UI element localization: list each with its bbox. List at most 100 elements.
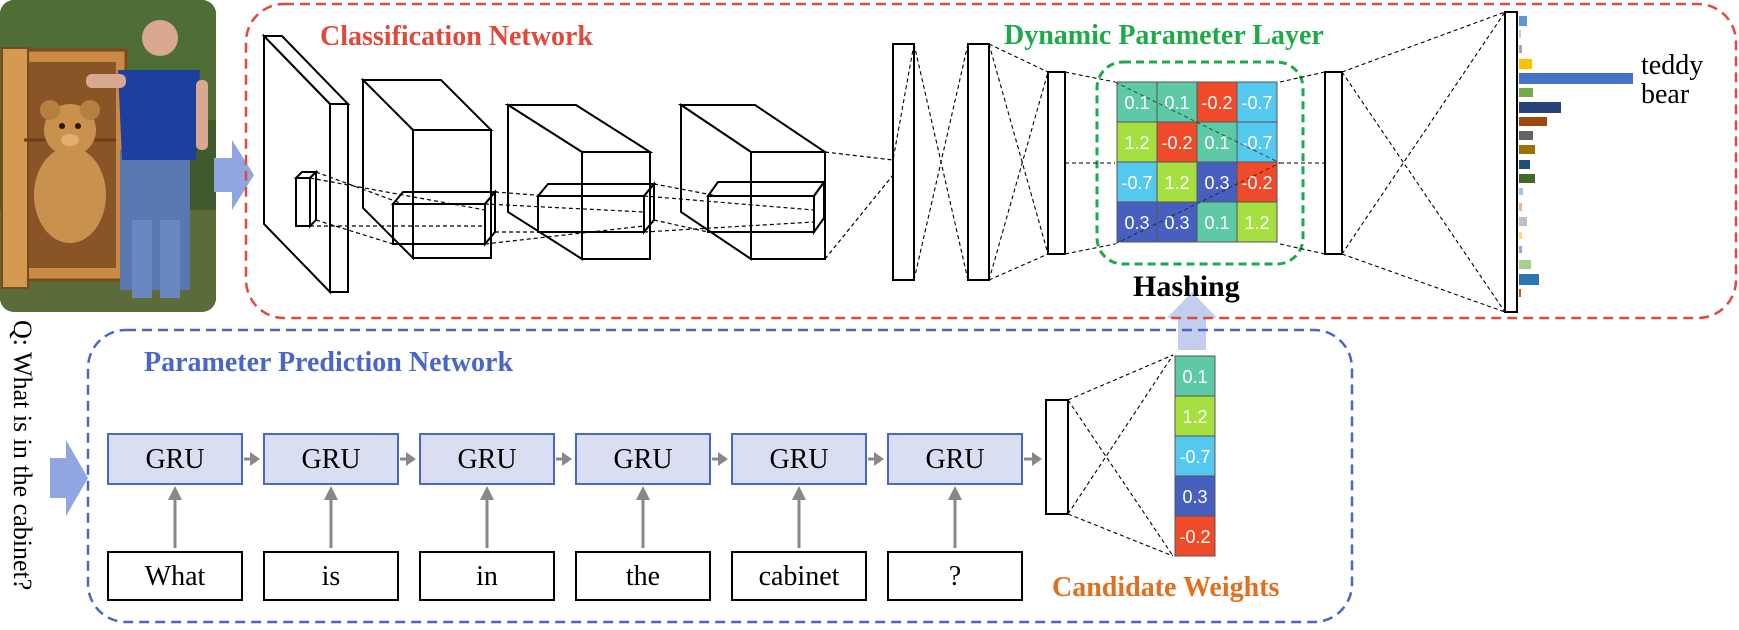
gru-label: GRU <box>145 444 204 475</box>
man-shape <box>86 20 208 298</box>
matrix-cell-value: 0.1 <box>1124 93 1149 113</box>
matrix-cell <box>1236 161 1278 203</box>
matrix-cell-value: -0.7 <box>1121 173 1152 193</box>
word-token: ? <box>949 561 961 592</box>
arrow-head <box>1032 452 1042 466</box>
arrow-head <box>250 452 260 466</box>
question-input-arrow <box>50 440 88 516</box>
answer-label-line2: bear <box>1641 79 1690 110</box>
matrix-cell-value: 1.2 <box>1244 213 1269 233</box>
matrix-cell-value: 0.1 <box>1164 93 1189 113</box>
candidate-weight-value: 0.1 <box>1182 367 1207 387</box>
matrix-cell <box>1236 81 1278 123</box>
candidate-weight-cell <box>1174 395 1216 437</box>
classification-network-title: Classification Network <box>320 21 593 52</box>
matrix-cell-value: -0.2 <box>1201 93 1232 113</box>
conv-block-4 <box>677 103 829 261</box>
arrow-head <box>324 486 338 500</box>
word-box <box>263 551 399 601</box>
conv-block-2 <box>360 77 498 261</box>
arrow-head <box>636 486 650 500</box>
matrix-connector <box>1114 162 1281 245</box>
dynamic-parameter-layer-title: Dynamic Parameter Layer <box>1004 20 1324 51</box>
matrix-cell <box>1196 201 1238 243</box>
matrix-connector <box>1114 81 1281 164</box>
word-token: the <box>626 561 660 592</box>
arrow-head <box>562 452 572 466</box>
answer-label-line1: teddy <box>1641 50 1703 81</box>
gru-label: GRU <box>925 444 984 475</box>
word-box <box>887 551 1023 601</box>
hashing-label: Hashing <box>1133 270 1240 303</box>
parameter-prediction-network-title: Parameter Prediction Network <box>144 347 513 378</box>
arrow-head <box>406 452 416 466</box>
word-token: cabinet <box>759 561 840 592</box>
candidate-weight-value: 0.3 <box>1182 487 1207 507</box>
gru-cell <box>731 433 867 485</box>
matrix-cell <box>1156 81 1198 123</box>
matrix-cell <box>1236 201 1278 243</box>
candidate-weights-title: Candidate Weights <box>1052 572 1280 603</box>
gru-cell <box>575 433 711 485</box>
matrix-cell <box>1156 201 1198 243</box>
matrix-cell-value: -0.7 <box>1241 93 1272 113</box>
arrow-head <box>480 486 494 500</box>
matrix-cell-value: 0.3 <box>1164 213 1189 233</box>
conv-block-1 <box>261 33 351 295</box>
arrow-head <box>948 486 962 500</box>
fc-connectors <box>892 11 1506 313</box>
matrix-cell-value: 0.3 <box>1204 173 1229 193</box>
matrix-cell-value: 0.3 <box>1124 213 1149 233</box>
parameter-prediction-panel <box>86 328 1354 624</box>
classification-network-panel <box>244 2 1738 320</box>
candidate-weight-cell <box>1174 475 1216 517</box>
matrix-cell <box>1236 121 1278 163</box>
output-score-bars <box>1519 16 1633 297</box>
candidate-weight-value: -0.2 <box>1179 527 1210 547</box>
fc-layer-4 <box>1324 71 1343 255</box>
matrix-cell-value: -0.7 <box>1241 133 1272 153</box>
matrix-cell-value: 1.2 <box>1164 173 1189 193</box>
prediction-fc-layer <box>1045 399 1069 515</box>
matrix-cell <box>1196 81 1238 123</box>
conv-layers <box>261 33 829 295</box>
dynamic-weight-matrix: 0.1 0.1 -0.2 -0.7 1.2 -0.2 0.1 -0.7 -0.7 1.2 0.3 -0… <box>1114 81 1281 245</box>
candidate-weight-value: 1.2 <box>1182 407 1207 427</box>
candidate-weight-cell <box>1174 435 1216 477</box>
arrow-head <box>718 452 728 466</box>
matrix-cell-value: -0.2 <box>1161 133 1192 153</box>
input-image <box>0 0 216 312</box>
candidate-weight-cell <box>1174 355 1216 397</box>
matrix-cell <box>1116 121 1158 163</box>
fc-layer-3 <box>1047 71 1066 255</box>
fc-layer-1 <box>892 43 915 281</box>
gru-cell <box>887 433 1023 485</box>
word-box <box>575 551 711 601</box>
conv-connectors <box>309 151 894 260</box>
gru-cell <box>107 433 243 485</box>
candidate-weights-vector: 0.1 1.2 -0.7 0.3 -0.2 <box>1174 355 1216 557</box>
image-input-arrow <box>214 140 254 210</box>
word-token: What <box>145 561 206 592</box>
candidate-weight-value: -0.7 <box>1179 447 1210 467</box>
word-box <box>731 551 867 601</box>
word-token: in <box>476 561 498 592</box>
fc-layers <box>892 11 1518 313</box>
word-token: is <box>322 561 341 592</box>
teddy-bear-shape <box>34 100 106 243</box>
gru-cell <box>263 433 399 485</box>
matrix-cell <box>1116 201 1158 243</box>
hashing-arrow <box>1167 292 1217 350</box>
matrix-cell-value: -0.2 <box>1241 173 1272 193</box>
candidate-connectors <box>1067 354 1174 557</box>
matrix-cell-value: 1.2 <box>1124 133 1149 153</box>
gru-label: GRU <box>613 444 672 475</box>
matrix-cell-value: 0.1 <box>1204 213 1229 233</box>
arrow-head <box>874 452 884 466</box>
fc-layer-2 <box>967 43 990 281</box>
gru-label: GRU <box>457 444 516 475</box>
output-layer <box>1504 11 1518 313</box>
conv-block-3 <box>504 103 657 261</box>
